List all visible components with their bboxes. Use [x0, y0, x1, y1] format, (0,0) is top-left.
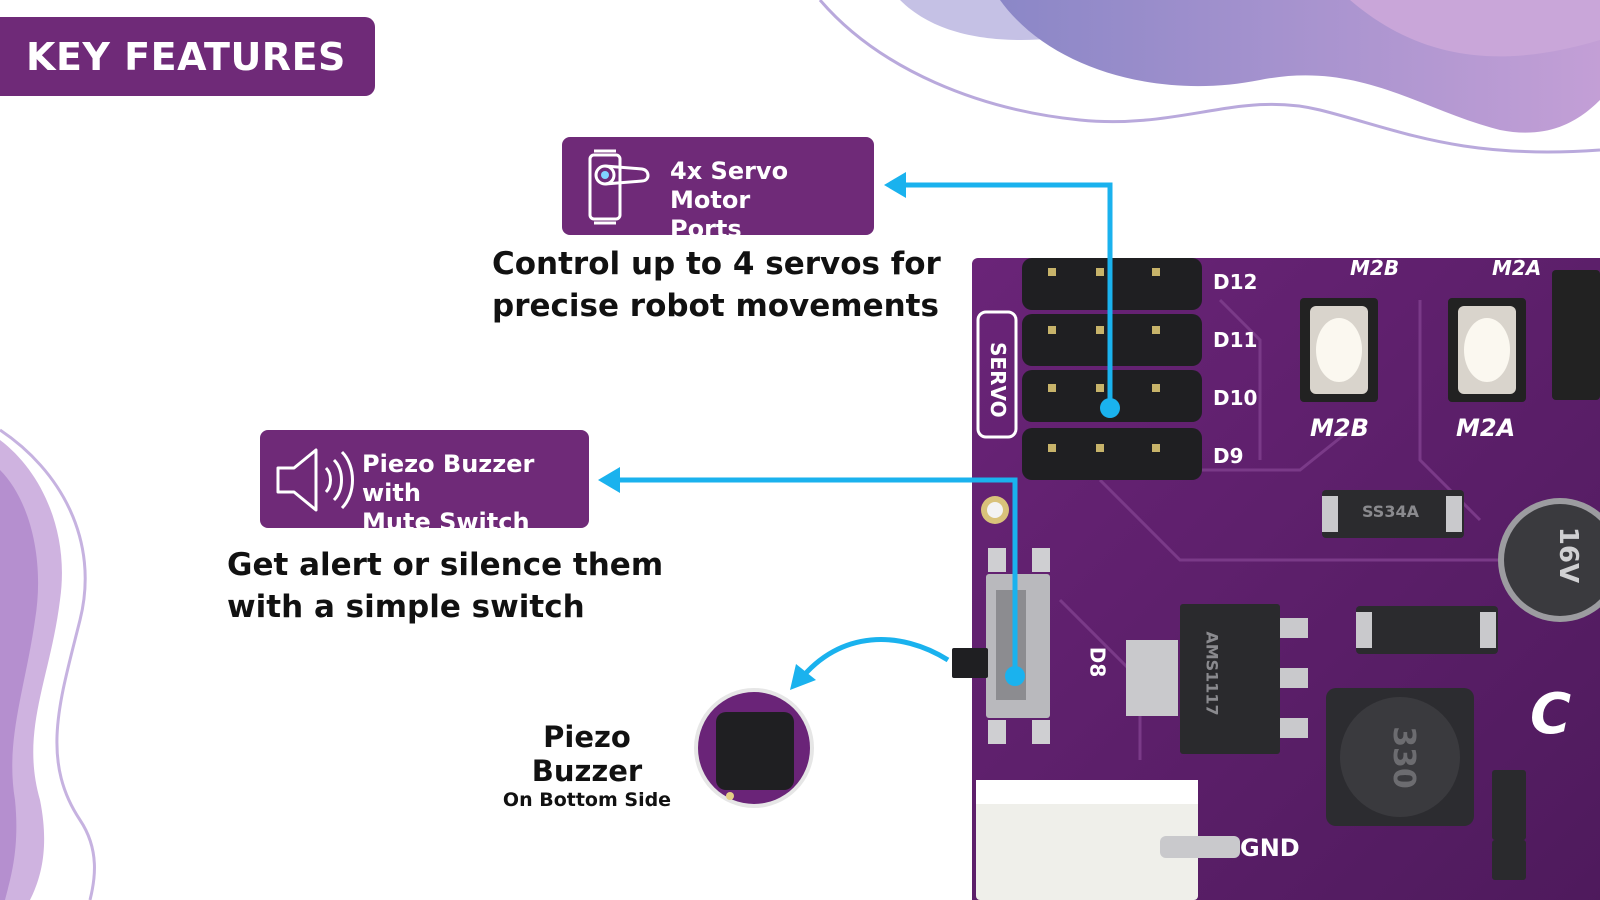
servo-feature-label: 4x Servo Motor Ports	[562, 137, 874, 243]
push-buttons	[1300, 270, 1600, 402]
pin-label-d9: D9	[1213, 444, 1244, 468]
buzzer-callout-subtitle: On Bottom Side	[502, 789, 672, 811]
buzzer-label-line2: Mute Switch	[362, 508, 530, 536]
buzzer-feature-text: Piezo Buzzer with Mute Switch	[362, 450, 589, 537]
d8-label: D8	[1085, 646, 1110, 678]
button-label-m2a: M2A	[1456, 414, 1516, 442]
callout-arrows	[618, 182, 1113, 682]
inductor-label: 330	[1385, 726, 1421, 789]
buzzer-callout-title: Piezo Buzzer	[531, 720, 643, 788]
key-features-heading: KEY FEATURES	[0, 17, 375, 96]
mute-slide-switch	[952, 548, 1050, 744]
buzzer-callout: Piezo Buzzer On Bottom Side	[488, 720, 686, 812]
servo-desc-line2: precise robot movements	[492, 288, 939, 324]
buzzer-feature-description: Get alert or silence them with a simple …	[227, 544, 663, 628]
buzzer-feature-label: Piezo Buzzer with Mute Switch	[260, 430, 589, 536]
button-label-m2b: M2B	[1310, 414, 1369, 442]
pcb-board	[952, 258, 1600, 900]
inductor	[1326, 688, 1474, 826]
gnd-label: GND	[1240, 834, 1300, 862]
regulator-label: AMS1117	[1202, 631, 1222, 716]
button-label-top-m2a: M2A	[1492, 256, 1542, 280]
servo-icon	[588, 149, 650, 225]
pin-label-d10: D10	[1213, 386, 1258, 410]
servo-label-line1: 4x Servo Motor	[670, 157, 789, 214]
voltage-regulator	[1126, 604, 1308, 754]
piezo-buzzer-illustration	[694, 688, 814, 808]
heading-text: KEY FEATURES	[26, 35, 346, 79]
servo-feature-description: Control up to 4 servos for precise robot…	[492, 243, 941, 327]
arrow-heads	[598, 172, 1120, 690]
buzzer-desc-line1: Get alert or silence them	[227, 547, 664, 583]
electrolytic-capacitor	[1498, 498, 1600, 622]
pin-label-d12: D12	[1213, 270, 1258, 294]
servo-desc-line1: Control up to 4 servos for	[492, 246, 941, 282]
servo-feature-text: 4x Servo Motor Ports	[670, 157, 874, 244]
diode-label: SS34A	[1362, 502, 1419, 521]
button-label-top-m2b: M2B	[1350, 256, 1400, 280]
buzzer-desc-line2: with a simple switch	[227, 589, 585, 625]
diodes	[1322, 490, 1498, 654]
servo-silkscreen-label: SERVO	[986, 342, 1010, 418]
jst-connector	[976, 780, 1240, 900]
brand-partial-label: C	[1530, 682, 1572, 747]
left-wave-decoration	[0, 428, 96, 900]
pin-label-d11: D11	[1213, 328, 1258, 352]
servo-label-line2: Ports	[670, 215, 742, 243]
buzzer-label-line1: Piezo Buzzer with	[362, 450, 535, 507]
speaker-icon	[276, 448, 354, 512]
top-right-wave-decoration	[818, 0, 1600, 154]
capacitor-label: 16V	[1553, 526, 1584, 584]
